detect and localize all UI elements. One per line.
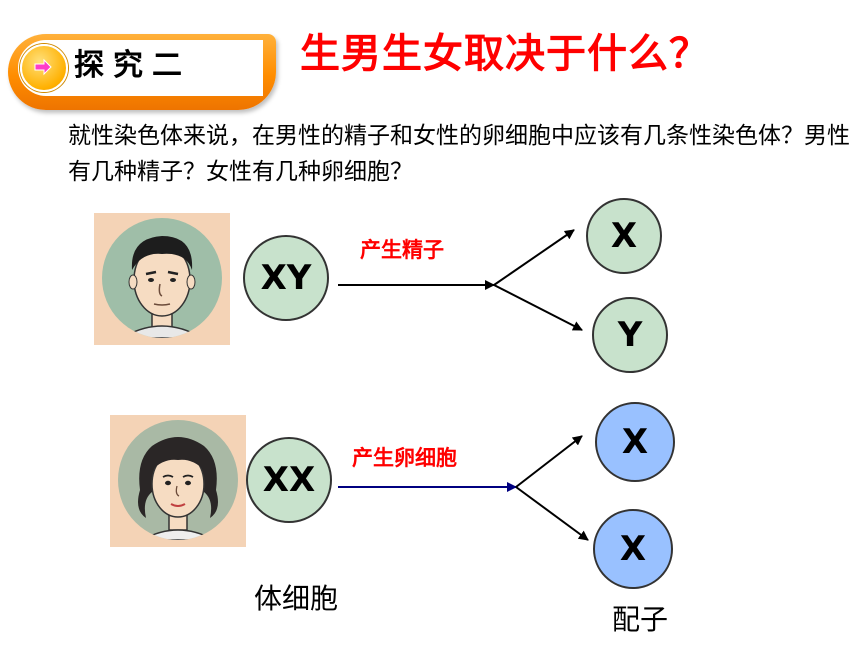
male-branch-x-arrow [493, 229, 575, 286]
female-branch-2-arrow [515, 486, 589, 541]
badge-circle [20, 44, 68, 92]
male-portrait [94, 213, 230, 345]
question-text: 就性染色体来说，在男性的精子和女性的卵细胞中应该有几条性染色体？男性有几种精子？… [68, 123, 850, 185]
male-branch-y-arrow [493, 284, 583, 331]
caption-body-cells: 体细胞 [254, 582, 339, 615]
arrow-right-icon [34, 58, 52, 76]
female-body-cell: XX [246, 437, 332, 523]
page-title: 生男生女取决于什么？ [300, 31, 710, 77]
egg-x-cell-1: X [595, 402, 675, 482]
female-process-label: 产生卵细胞 [352, 446, 457, 470]
sperm-y-cell: Y [592, 297, 668, 373]
man-face-icon [120, 236, 204, 338]
caption-gametes: 配子 [612, 603, 669, 636]
section-badge-label: 探究二 [74, 48, 191, 83]
female-portrait [110, 415, 246, 547]
egg-x-cell-2: X [593, 509, 673, 589]
sperm-x-cell: X [586, 198, 662, 274]
male-body-cell: XY [243, 235, 329, 321]
female-branch-1-arrow [515, 435, 583, 488]
male-process-label: 产生精子 [360, 238, 444, 262]
